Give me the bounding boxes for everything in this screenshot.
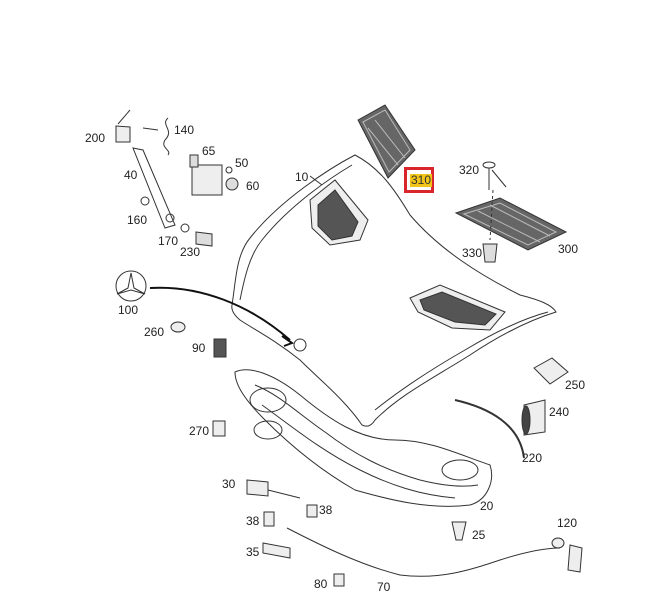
clip-330 (482, 243, 498, 263)
release-handle-120 (551, 537, 583, 573)
part-label-240: 240 (549, 405, 570, 419)
bolt-38b (263, 511, 275, 527)
part-label-65: 65 (202, 144, 216, 158)
part-label-260: 260 (144, 325, 165, 339)
part-label-330: 330 (462, 246, 483, 260)
part-label-200: 200 (85, 131, 106, 145)
top-vent-grille (357, 104, 416, 179)
hood-outline (231, 154, 557, 427)
right-vent-grille (454, 197, 568, 251)
part-label-35: 35 (246, 545, 260, 559)
release-cable-70 (286, 527, 561, 577)
bracket-30 (246, 479, 269, 497)
part-label-90: 90 (192, 341, 206, 355)
clip-25 (451, 521, 467, 541)
bumper-270 (212, 420, 226, 437)
part-label-230: 230 (180, 245, 201, 259)
hood-frame (234, 369, 493, 507)
part-label-170: 170 (158, 234, 179, 248)
bolt-38a (306, 504, 318, 518)
part-label-80: 80 (314, 577, 328, 591)
part-label-320: 320 (459, 163, 480, 177)
part-label-160: 160 (127, 213, 148, 227)
bracket-35 (262, 542, 291, 559)
part-label-220: 220 (522, 451, 543, 465)
part-label-140: 140 (174, 123, 195, 137)
clip-80 (333, 573, 345, 587)
emblem-arrow (149, 286, 291, 341)
bumper-90 (213, 338, 227, 358)
latch-assembly (189, 154, 239, 196)
part-label-100: 100 (118, 303, 139, 317)
seal-strip-220 (454, 399, 525, 459)
part-label-20: 20 (480, 499, 494, 513)
highlight-box-310: 310 (404, 167, 434, 193)
hinge-arm (115, 125, 190, 233)
screw-320 (482, 161, 496, 241)
part-label-120: 120 (557, 516, 578, 530)
bolt-230 (195, 231, 213, 247)
part-label-10: 10 (295, 170, 309, 184)
part-label-60: 60 (246, 179, 260, 193)
part-label-38-left: 38 (246, 514, 260, 528)
part-label-300: 300 (558, 242, 579, 256)
spring-140 (163, 117, 170, 156)
part-label-250: 250 (565, 378, 586, 392)
plug-260 (170, 321, 186, 333)
emblem-100 (115, 270, 147, 302)
part-label-70: 70 (377, 580, 391, 594)
part-label-30: 30 (222, 477, 236, 491)
part-label-270: 270 (189, 424, 210, 438)
highlighted-part-label: 310 (410, 173, 433, 187)
part-label-38-right: 38 (319, 503, 333, 517)
pad-250 (533, 357, 569, 385)
part-label-50: 50 (235, 156, 249, 170)
part-label-40: 40 (124, 168, 138, 182)
part-label-25: 25 (472, 528, 486, 542)
